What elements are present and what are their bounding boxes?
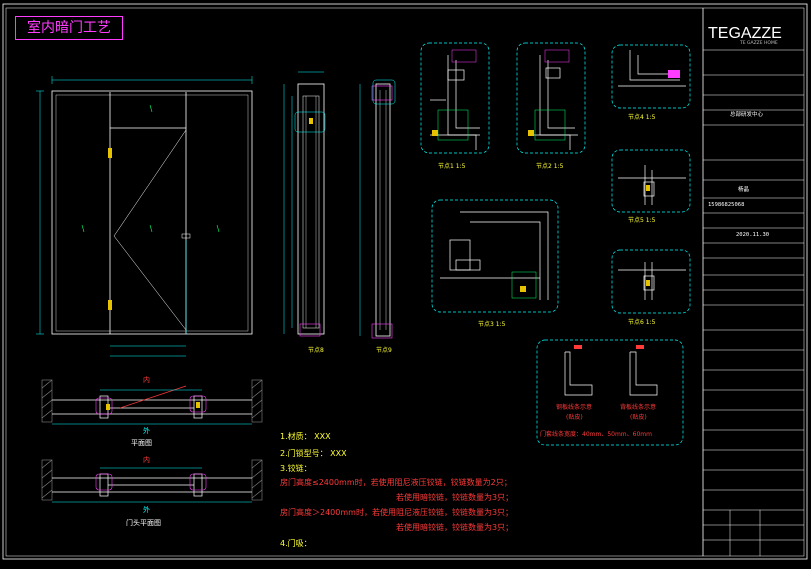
profile-widths: 门套线条宽度：40mm、50mm、60mm	[540, 431, 652, 438]
brand-logo: TEGAZZE	[708, 25, 782, 42]
inside-label-head-plan: 内	[143, 456, 150, 464]
note-hinge-line-1: 房门高度≤2400mm时，若使用阻尼液压铰链，铰链数量为2只；	[280, 478, 512, 487]
note-hinge-heading: 3.铰链：	[280, 464, 312, 473]
detail-label-3: 节点3 1:5	[478, 321, 506, 328]
detail-label-5: 节点5 1:5	[628, 217, 656, 224]
outside-label-plan: 外	[143, 427, 150, 435]
profile-right-sub: (贴皮)	[630, 414, 647, 421]
note-hinge-line-3: 房门高度＞2400mm时，若使用阻尼液压铰链，铰链数量为3只；	[280, 508, 514, 517]
note-material: 1.材质： XXX	[280, 432, 331, 441]
profile-left-sub: (贴皮)	[566, 414, 583, 421]
head-plan-caption: 门头平面图	[126, 519, 161, 527]
detail-label-2: 节点2 1:5	[536, 163, 564, 170]
title-block-phone: 15986825068	[708, 202, 745, 208]
title-block-name: 杨晶	[738, 187, 750, 193]
profile-left-caption: 钢板线条示意	[556, 404, 593, 411]
note-hinge-line-2: 若使用暗铰链，铰链数量为3只；	[396, 493, 514, 502]
detail-label-6: 节点6 1:5	[628, 319, 656, 326]
detail-label-4: 节点4 1:5	[628, 114, 656, 121]
plan-caption: 平面图	[131, 439, 152, 447]
profile-right-caption: 背板线条示意	[620, 404, 657, 411]
brand-tagline: TE GAZZE HOME	[740, 41, 778, 46]
inside-label-plan: 内	[143, 376, 150, 384]
detail-label-8: 节点8	[308, 347, 324, 354]
note-door-stop: 4.门吸：	[280, 539, 312, 548]
drawing-title: 室内暗门工艺	[15, 16, 123, 40]
outside-label-head-plan: 外	[143, 506, 150, 514]
note-hinge-line-4: 若使用暗铰链，铰链数量为3只；	[396, 523, 514, 532]
note-lock-model: 2.门锁型号： XXX	[280, 449, 347, 458]
detail-label-9: 节点9	[376, 347, 392, 354]
detail-label-1: 节点1 1:5	[438, 163, 466, 170]
title-block-date: 2020.11.30	[736, 232, 770, 238]
title-block-center: 总部研发中心	[730, 112, 764, 118]
